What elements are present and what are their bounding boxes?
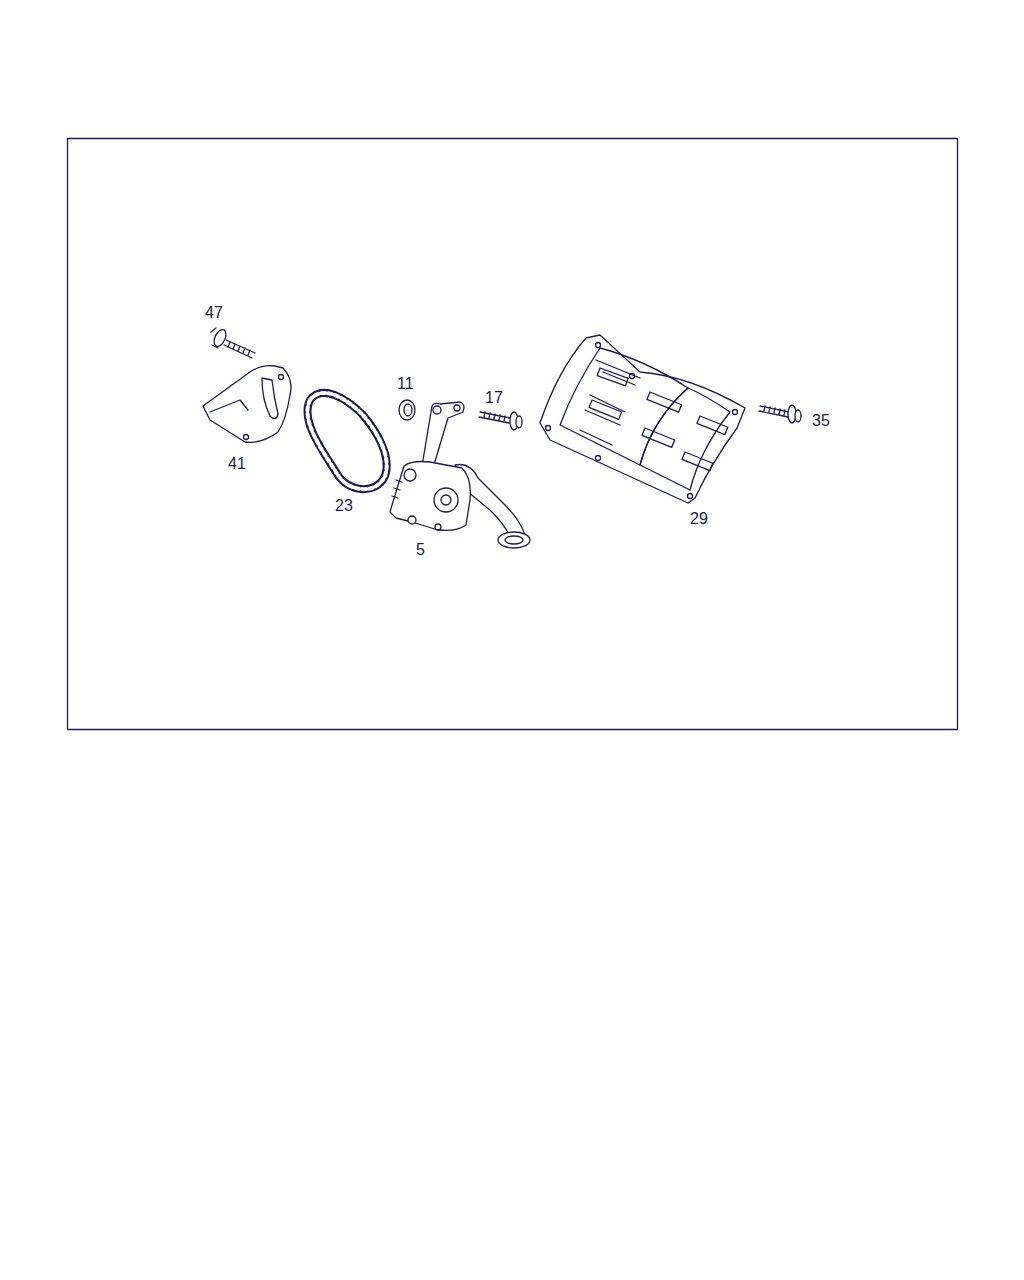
oil-deflector xyxy=(540,335,745,503)
bolt xyxy=(479,412,522,430)
bolt xyxy=(211,328,255,358)
callout-number: 5 xyxy=(416,541,425,559)
oil-pump xyxy=(390,402,530,548)
callout-number: 23 xyxy=(335,497,353,515)
callout-number: 29 xyxy=(690,510,708,528)
bolt xyxy=(759,405,801,423)
callout-number: 11 xyxy=(397,375,414,393)
timing-chain xyxy=(307,393,386,489)
callout-number: 47 xyxy=(205,304,223,322)
callout-number: 41 xyxy=(228,455,246,473)
callout-number: 17 xyxy=(485,389,503,407)
callout-number: 35 xyxy=(812,412,830,430)
frame xyxy=(68,139,958,730)
chain-cover xyxy=(203,366,291,443)
seal-ring xyxy=(399,400,415,420)
